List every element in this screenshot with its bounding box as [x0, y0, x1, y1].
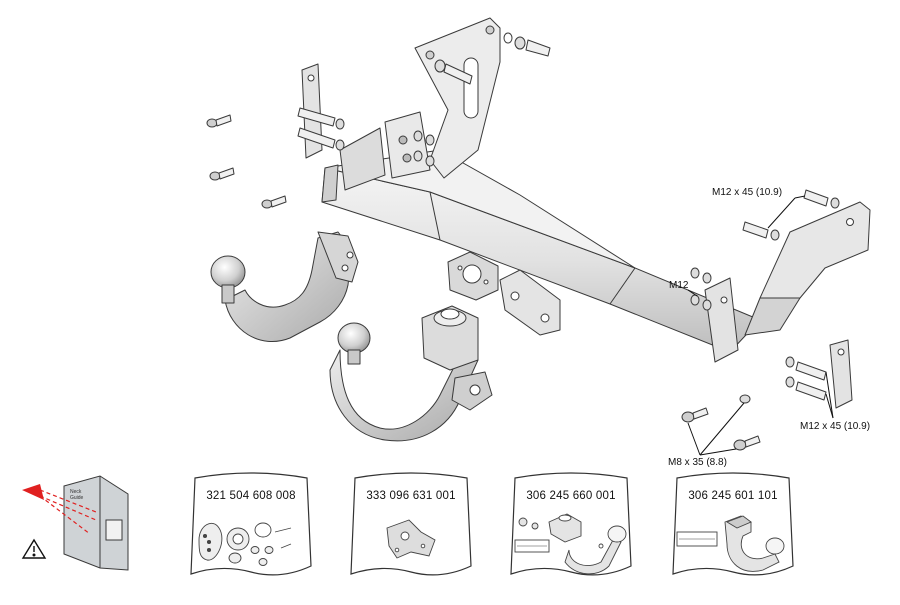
left-mounting-bracket: [339, 111, 431, 191]
package-4-part-number: 306 245 601 101: [688, 490, 778, 502]
right-upper-bolts: [742, 189, 840, 241]
package-3: 306 245 660 001: [505, 470, 637, 582]
m8-washer: [739, 394, 751, 404]
caution-triangle-icon: [21, 538, 47, 559]
right-mounting-bracket: [704, 201, 871, 409]
guide-title-line1: Neck: [70, 489, 82, 495]
package-4: 306 245 601 101: [667, 470, 799, 582]
m8-bolt-left: [681, 407, 709, 423]
package-2-part-number: 333 096 631 001: [366, 490, 456, 502]
detachable-tow-neck: [224, 231, 359, 343]
neck-guide-booklet: [63, 475, 129, 571]
package-outline: [672, 472, 794, 576]
guide-title-line2: Guide: [70, 495, 84, 501]
nut-label-m12: M12: [669, 280, 689, 291]
bolt-label-m8: M8 x 35 (8.8): [668, 457, 727, 468]
bolt-label-top-right: M12 x 45 (10.9): [712, 187, 783, 198]
package-3-part-number: 306 245 660 001: [526, 490, 616, 502]
loose-bolt-2: [209, 167, 235, 181]
socket-plate: [447, 251, 499, 301]
package-2-contents: [386, 519, 436, 559]
center-bracket: [499, 269, 561, 336]
loose-bolt-3: [261, 195, 287, 209]
package-outline: [190, 472, 312, 576]
loose-bolt-1: [206, 114, 232, 128]
package-3-contents: [514, 513, 627, 575]
top-bolt-set: [434, 32, 551, 85]
swan-neck-tow-neck: [329, 305, 493, 442]
far-left-bracket: [297, 63, 345, 159]
bolt-label-bottom-right: M12 x 45 (10.9): [800, 421, 871, 432]
package-4-contents: [676, 515, 785, 572]
package-outline: [510, 472, 632, 576]
right-lower-bolts: [785, 356, 827, 401]
tow-ball-middle: [337, 322, 371, 365]
warning-eye-icon: [22, 484, 97, 535]
package-2: 333 096 631 001: [345, 470, 477, 582]
package-outline: [350, 472, 472, 576]
leader-lines: [687, 195, 834, 456]
middle-m12-nuts: [690, 267, 712, 311]
left-bracket-nuts: [413, 130, 435, 167]
left-upper-mount-arm: [414, 17, 501, 179]
package-1-part-number: 321 504 608 008: [206, 490, 296, 502]
package-1: 321 504 608 008: [185, 470, 317, 582]
m8-bolt-right: [733, 435, 761, 451]
tow-ball-left: [210, 255, 246, 304]
package-1-contents: [198, 522, 292, 566]
